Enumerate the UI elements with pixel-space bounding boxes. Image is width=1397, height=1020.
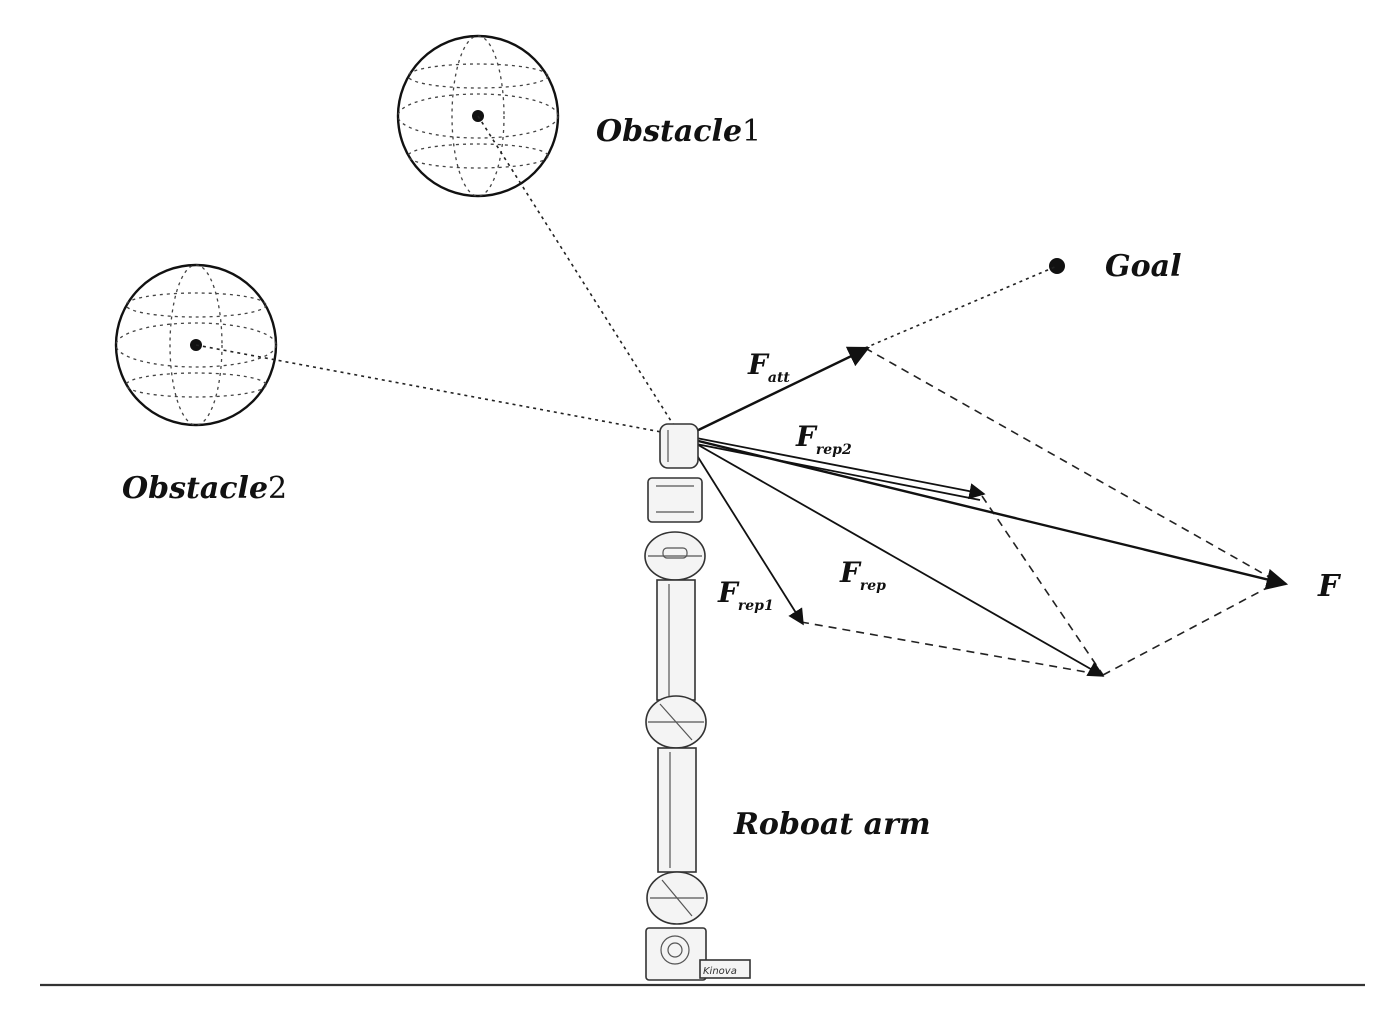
f-rep2-label: Frep2 [795,420,852,458]
f-rep2-arrow-double [685,441,981,501]
f-rep-arrow [685,437,1105,677]
f-rep2-arrow [685,435,986,500]
f-rep1-arrow [685,437,804,626]
goal-connector-line [864,265,1058,349]
obstacle1-label: Obstacle1 [596,114,761,149]
f-rep-label: Frep [839,556,886,594]
goal-label: Goal [1105,249,1181,284]
f-total-arrow [685,436,1289,590]
obstacle2-connector-line [195,344,673,435]
obstacle2-label: Obstacle2 [122,471,287,506]
robot-arm-icon: Kinova [644,423,751,981]
f-rep1-label: Frep1 [717,576,774,614]
construction-line [864,347,1279,583]
f-att-label: Fatt [747,348,790,386]
construction-line [800,621,1104,676]
base-brand-label: Kinova [703,966,737,977]
obstacle1-connector-line [477,115,679,433]
f-att-arrow [685,346,870,438]
construction-line [981,495,1104,676]
goal-dot-icon [1049,258,1065,274]
construction-line [1102,581,1279,676]
f-total-label: F [1317,569,1342,604]
robot-arm-label: Roboat arm [733,807,931,842]
